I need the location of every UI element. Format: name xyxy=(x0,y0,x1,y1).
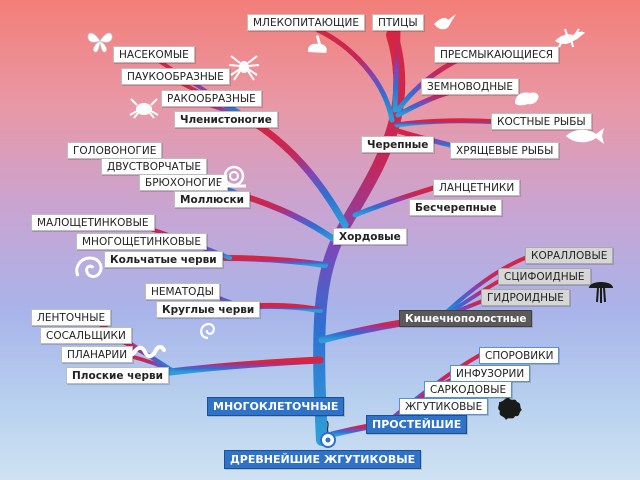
label-hydrozoa: ГИДРОИДНЫЕ xyxy=(481,289,570,306)
label-ciliates: ИНФУЗОРИИ xyxy=(450,365,531,382)
label-flukes: СОСАЛЬЩИКИ xyxy=(40,327,132,344)
ammonite-icon xyxy=(75,256,103,278)
amoeba-icon xyxy=(498,397,522,420)
label-tapeworms: ЛЕНТОЧНЫЕ xyxy=(31,309,112,326)
roundworm-icon xyxy=(200,323,215,340)
label-craniates: Черепные xyxy=(361,136,435,153)
label-oligochaetes: МАЛОЩЕТИНКОВЫЕ xyxy=(31,214,155,231)
label-lancelets: ЛАНЦЕТНИКИ xyxy=(433,179,521,196)
branch-annelids xyxy=(222,255,328,268)
label-sporozoa: СПОРОВИКИ xyxy=(479,347,560,364)
branch-lancelets xyxy=(352,183,443,218)
crab-icon xyxy=(129,98,159,119)
label-amphibians: ЗЕМНОВОДНЫЕ xyxy=(421,78,520,95)
label-cnidarians: Кишечнополостные xyxy=(399,310,533,327)
branch-arthropods xyxy=(246,116,349,229)
label-arachnids: ПАУКООБРАЗНЫЕ xyxy=(121,68,230,85)
label-annelids: Кольчатые черви xyxy=(104,251,223,268)
spider-icon xyxy=(228,55,260,81)
mushroom-coral-icon xyxy=(589,282,613,303)
worm-icon xyxy=(131,345,166,359)
label-protozoa: ПРОСТЕЙШИЕ xyxy=(366,415,468,434)
label-polychaetes: МНОГОЩЕТИНКОВЫЕ xyxy=(76,233,207,250)
label-nematodes: НЕМАТОДЫ xyxy=(145,283,220,300)
label-cartilaginous-fish: ХРЯЩЕВЫЕ РЫБЫ xyxy=(450,142,560,159)
label-reptiles: ПРЕСМЫКАЮЩИЕСЯ xyxy=(434,46,560,63)
label-flatworms: Плоские черви xyxy=(66,367,170,384)
label-flagellates: ЖГУТИКОВЫЕ xyxy=(399,398,489,415)
lizard-icon xyxy=(555,28,585,48)
label-roundworms: Круглые черви xyxy=(156,301,261,318)
branch-flatworms xyxy=(166,356,324,376)
butterfly-icon xyxy=(87,32,113,53)
rabbit-icon xyxy=(307,35,327,53)
label-corals: КОРАЛЛОВЫЕ xyxy=(525,247,614,264)
branch-bony-fish xyxy=(394,118,503,128)
branch-corals xyxy=(438,256,527,320)
frog-icon xyxy=(515,92,539,106)
label-gastropods: БРЮХОНОГИЕ xyxy=(139,174,229,191)
branch-mammals xyxy=(315,27,395,123)
label-planarians: ПЛАНАРИИ xyxy=(61,346,134,363)
branch-birds xyxy=(392,25,401,113)
label-acraniates: Бесчерепные xyxy=(409,199,503,216)
label-bony-fish: КОСТНЫЕ РЫБЫ xyxy=(491,113,592,130)
label-birds: ПТИЦЫ xyxy=(372,14,424,31)
label-arthropods: Членистоногие xyxy=(174,111,278,128)
label-sarcodina: САРКОДОВЫЕ xyxy=(424,381,513,398)
label-molluscs: Моллюски xyxy=(174,191,250,208)
label-chordates: Хордовые xyxy=(333,228,407,245)
fish-icon xyxy=(566,128,604,144)
branch-planarians xyxy=(128,354,177,374)
label-ancient-flagellates: ДРЕВНЕЙШИЕ ЖГУТИКОВЫЕ xyxy=(224,450,422,469)
label-scyphozoa: СЦИФОИДНЫЕ xyxy=(498,268,591,285)
label-mammals: МЛЕКОПИТАЮЩИЕ xyxy=(247,14,365,31)
label-multicellular: МНОГОКЛЕТОЧНЫЕ xyxy=(207,397,345,416)
label-insects: НАСЕКОМЫЕ xyxy=(113,46,195,63)
bird-icon xyxy=(434,14,456,30)
label-cephalopods: ГОЛОВОНОГИЕ xyxy=(67,142,163,159)
snail-icon xyxy=(220,165,246,188)
flagellate-cell-icon xyxy=(320,420,336,448)
label-bivalves: ДВУСТВОРЧАТЫЕ xyxy=(101,158,208,175)
label-crustaceans: РАКООБРАЗНЫЕ xyxy=(161,90,262,107)
